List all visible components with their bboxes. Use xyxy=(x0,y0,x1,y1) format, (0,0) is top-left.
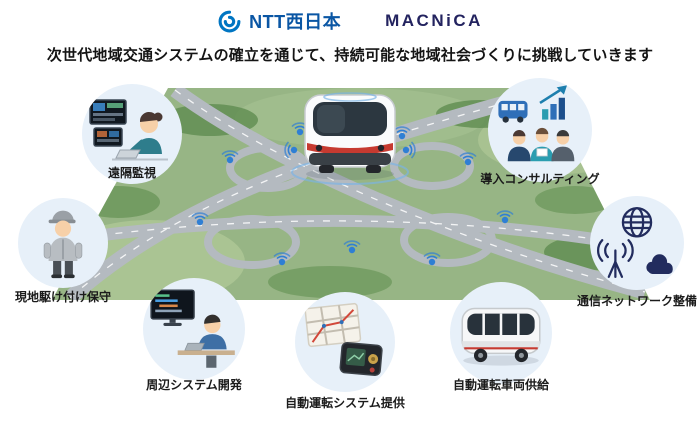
network-circle xyxy=(590,196,684,290)
service-label: 通信ネットワーク整備 xyxy=(576,294,698,308)
ntt-dynamic-loop-icon xyxy=(218,10,241,32)
ntt-west-logo: NTT西日本 xyxy=(217,8,341,34)
service-label: 周辺システム開発 xyxy=(146,378,242,392)
vehicle-circle xyxy=(450,282,552,384)
service-autonomous-system-provision: 自動運転システム提供 xyxy=(285,292,405,410)
service-network-development: 通信ネットワーク整備 xyxy=(577,196,697,308)
service-peripheral-system-dev: 周辺システム開発 xyxy=(143,278,245,392)
service-remote-monitoring: 遠隔監視 xyxy=(82,84,182,184)
autonomous-bus-illustration xyxy=(304,92,396,180)
macnica-logo: MACNiCA xyxy=(385,11,483,31)
consulting-circle xyxy=(488,78,592,182)
service-label: 導入コンサルティング xyxy=(480,172,600,186)
brand-bar: NTT西日本 MACNiCA xyxy=(0,8,700,34)
field-worker-icon xyxy=(43,210,83,279)
operator-with-monitors-icon xyxy=(89,99,168,161)
service-label: 自動運転システム提供 xyxy=(285,396,405,410)
service-onsite-maintenance: 現地駆け付け保守 xyxy=(15,198,111,304)
globe-antenna-cloud-icon xyxy=(596,207,673,278)
service-vehicle-supply: 自動運転車両供給 xyxy=(450,282,552,392)
maintenance-circle xyxy=(18,198,108,288)
ads-circle xyxy=(295,292,395,392)
developer-with-code-screen-icon xyxy=(150,289,235,368)
page-title: 次世代地域交通システムの確立を通じて、持続可能な地域社会づくりに挑戦していきます xyxy=(46,47,654,64)
map-and-controller-icon xyxy=(304,302,383,377)
remote-monitoring-circle xyxy=(82,84,182,184)
ntt-west-wordmark: NTT西日本 xyxy=(249,12,342,32)
service-label: 自動運転車両供給 xyxy=(452,378,550,392)
macnica-wordmark: MACNiCA xyxy=(385,11,483,30)
shuttle-vehicle-icon xyxy=(461,307,541,366)
peripheral-circle xyxy=(143,278,245,380)
service-introduction-consulting: 導入コンサルティング xyxy=(480,78,600,186)
service-label: 現地駆け付け保守 xyxy=(14,290,112,304)
bus-chart-people-icon xyxy=(498,85,575,162)
service-label: 遠隔監視 xyxy=(107,166,157,180)
